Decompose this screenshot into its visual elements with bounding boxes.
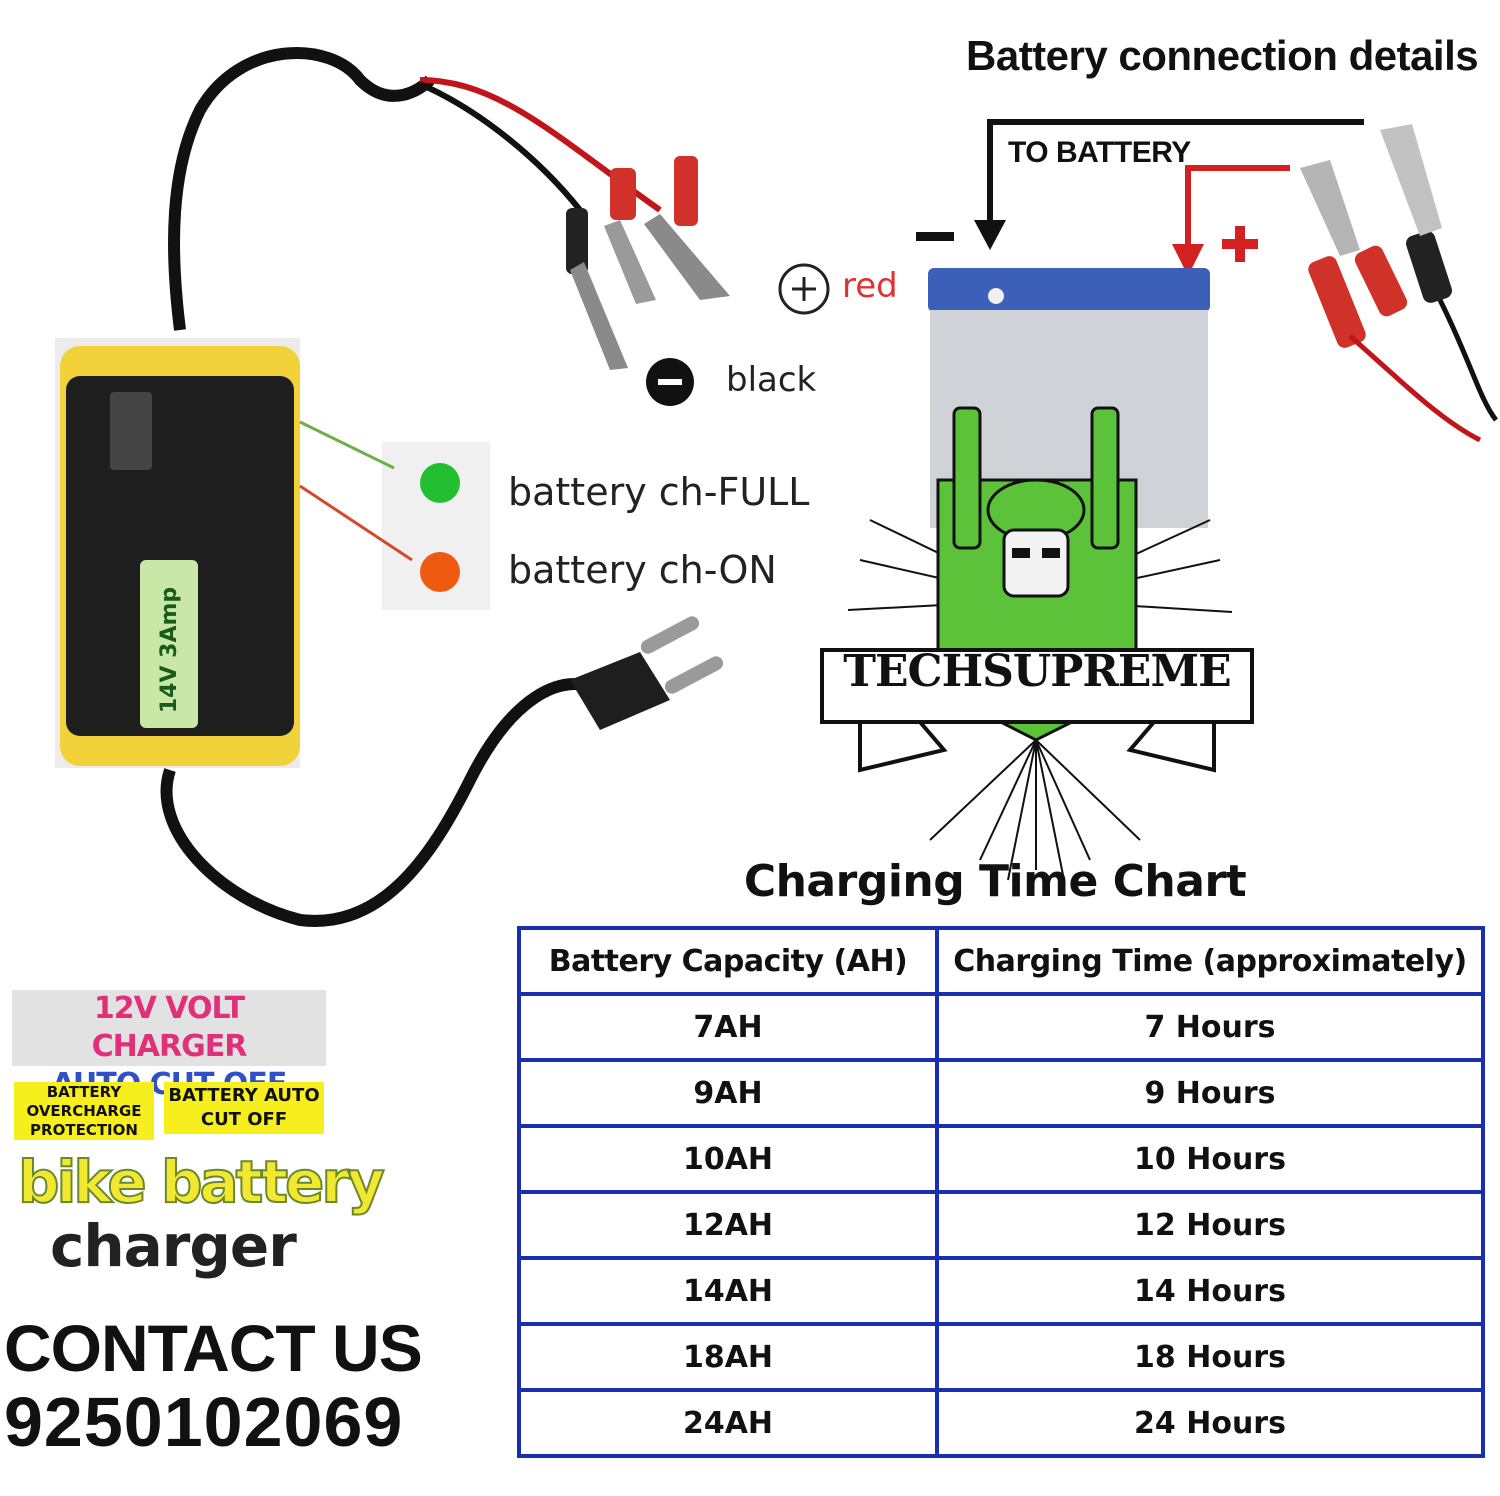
- time-cell: 14 Hours: [935, 1256, 1485, 1326]
- connection-title: Battery connection details: [966, 32, 1479, 79]
- header-capacity: Battery Capacity (AH): [517, 926, 939, 996]
- capacity-cell: 18AH: [517, 1322, 939, 1392]
- table-row: 10AH 10 Hours: [517, 1124, 1485, 1194]
- charger-text: charger: [50, 1212, 297, 1280]
- product-illustration: 14V 3Amp: [55, 47, 1498, 927]
- positive-label: red: [842, 266, 898, 306]
- battery-diagram: [916, 119, 1498, 528]
- time-cell: 24 Hours: [935, 1388, 1485, 1458]
- contact-phone: 9250102069: [4, 1383, 404, 1461]
- time-cell: 10 Hours: [935, 1124, 1485, 1194]
- brand-name: TECHSUPREME: [843, 646, 1231, 697]
- time-cell: 12 Hours: [935, 1190, 1485, 1260]
- bike-battery-text: bike battery: [17, 1147, 386, 1217]
- led-full-label: battery ch-FULL: [508, 470, 810, 514]
- led-on-label: battery ch-ON: [508, 548, 777, 592]
- power-cable: [160, 678, 603, 927]
- auto-cut-off-tag: BATTERY AUTO CUT OFF: [164, 1082, 324, 1134]
- capacity-cell: 9AH: [517, 1058, 939, 1128]
- black-clamp: [566, 168, 656, 370]
- red-clamp: [644, 156, 730, 300]
- chart-title: Charging Time Chart: [743, 856, 1247, 907]
- contact-label: CONTACT US: [4, 1311, 423, 1385]
- capacity-cell: 24AH: [517, 1388, 939, 1458]
- table-header-row: Battery Capacity (AH) Charging Time (app…: [517, 926, 1485, 996]
- time-cell: 7 Hours: [935, 992, 1485, 1062]
- techsupreme-logo: [820, 406, 1254, 881]
- rating-sticker: [140, 560, 198, 728]
- capacity-cell: 12AH: [517, 1190, 939, 1260]
- power-switch: [110, 392, 152, 470]
- table-row: 24AH 24 Hours: [517, 1388, 1485, 1458]
- negative-label: black: [726, 360, 817, 400]
- output-cable: [168, 47, 435, 331]
- led-on-indicator: [420, 552, 460, 592]
- to-battery-label: TO BATTERY: [1008, 136, 1191, 169]
- table-row: 18AH 18 Hours: [517, 1322, 1485, 1392]
- header-time: Charging Time (approximately): [935, 926, 1485, 996]
- charger-device: 14V 3Amp: [55, 338, 300, 768]
- led-full-indicator: [420, 463, 460, 503]
- capacity-cell: 14AH: [517, 1256, 939, 1326]
- charging-time-table: Battery Capacity (AH) Charging Time (app…: [517, 926, 1485, 1458]
- rating-text: 14V 3Amp: [157, 587, 182, 713]
- time-cell: 9 Hours: [935, 1058, 1485, 1128]
- time-cell: 18 Hours: [935, 1322, 1485, 1392]
- table-row: 9AH 9 Hours: [517, 1058, 1485, 1128]
- table-row: 7AH 7 Hours: [517, 992, 1485, 1062]
- promo-banner: 12V VOLT CHARGER AUTO CUT OFF: [12, 990, 326, 1102]
- overcharge-protection-tag: BATTERY OVERCHARGE PROTECTION: [14, 1082, 154, 1140]
- table-row: 14AH 14 Hours: [517, 1256, 1485, 1326]
- table-row: 12AH 12 Hours: [517, 1190, 1485, 1260]
- capacity-cell: 7AH: [517, 992, 939, 1062]
- capacity-cell: 10AH: [517, 1124, 939, 1194]
- power-plug: [570, 616, 724, 730]
- promo-line-1: 12V VOLT CHARGER: [91, 991, 248, 1064]
